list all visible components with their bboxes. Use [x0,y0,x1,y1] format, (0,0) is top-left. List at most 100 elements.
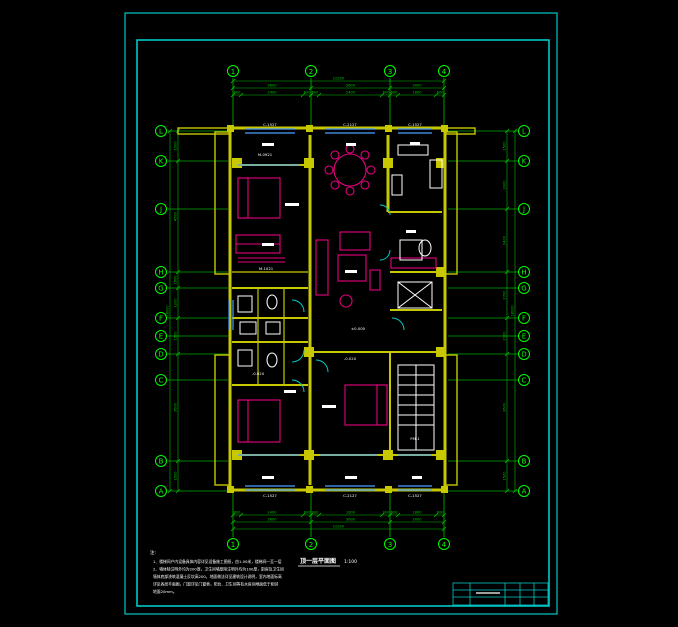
axis-bubble [518,348,530,360]
dim-tick [441,512,447,518]
axis-bubble [518,155,530,167]
tag-door-2: M-1021 [259,266,274,271]
doors [291,204,405,393]
dim-tick [175,351,181,357]
dim-text: 3000 [503,180,507,190]
axis-bubble [227,538,239,550]
axis-bubble [155,266,167,278]
dim-tick [433,512,439,518]
axis-bubble [227,65,239,77]
dim-text: 2400 [346,91,356,95]
dim-tick [441,526,447,532]
axis-bubble [384,538,396,550]
axis-bubble [155,455,167,467]
tag-window-bottom-2: C-2127 [343,493,357,498]
axis-bubble [438,65,450,77]
axis-grid [155,65,530,550]
dim-text: 3000 [412,84,422,88]
dim-text: 18000 [166,305,170,317]
axis-bubble [155,155,167,167]
axis-bubble [155,282,167,294]
dim-text: 600 [391,91,399,95]
dim-text: 600 [234,511,242,515]
dim-tick [230,78,236,84]
axis-label-row: H [158,269,163,277]
dim-tick [504,488,510,494]
dim-tick [316,92,322,98]
note-line: 地面20mm。 [153,589,177,594]
dim-tick [504,128,510,134]
dim-text: 1800 [412,91,422,95]
dim-tick [308,512,314,518]
drawing-scale: 1:100 [344,559,357,565]
axis-bubble [155,348,167,360]
note-line: 2、墙体除注明外均为200厚，卫生间墙厚除注明外均为100厚，厨房及卫生间 [153,567,284,572]
dim-tick [308,92,314,98]
axis-bubble [155,485,167,497]
axis-label-row: D [158,351,163,359]
tag-window-top-1: C-1527 [263,122,277,127]
dim-tick [433,92,439,98]
dim-tick [230,519,236,525]
dim-tick [238,512,244,518]
dim-tick [379,92,385,98]
axis-label-row: D [521,351,526,359]
axis-bubble [155,312,167,324]
axis-label-row: E [159,333,163,341]
axis-label-row: J [159,206,162,214]
axis-bubble [518,455,530,467]
dim-text: 3000 [412,518,422,522]
dim-tick [395,512,401,518]
axis-bubble [518,266,530,278]
dim-tick [300,512,306,518]
dim-tick [512,488,518,494]
tag-window-top-3: C-1527 [408,122,422,127]
dim-tick [441,85,447,91]
dim-text: 900 [312,511,320,515]
dim-text: 600 [312,91,320,95]
dim-tick [175,315,181,321]
axis-bubble [155,374,167,386]
dim-text: 1500 [503,141,507,151]
dim-tick [387,85,393,91]
tag-window-bottom-1: C-1527 [263,493,277,498]
dim-text: 1800 [412,511,422,515]
dim-text: 18000 [511,305,515,317]
axis-label-row: L [159,128,163,136]
dim-text: 3600 [267,84,277,88]
axis-label-row: H [521,269,526,277]
dim-tick [230,526,236,532]
dim-text: 3600 [346,518,356,522]
tag-window-bottom-3: C-1527 [408,493,422,498]
dim-text: 4500 [174,211,178,221]
axis-bubble [305,65,317,77]
dim-tick [504,206,510,212]
dim-tick [230,92,236,98]
notes-heading: 注: [150,549,156,556]
dim-text: 10200 [333,525,345,529]
axis-label-row: G [158,285,163,293]
axis-bubble [384,65,396,77]
title-block [452,582,549,606]
dim-tick [504,458,510,464]
dim-text: 1500 [174,275,178,285]
furniture [235,144,437,443]
dim-text: 3600 [267,518,277,522]
axis-label-row: L [522,128,526,136]
axis-bubble [305,538,317,550]
dim-tick [167,488,173,494]
dim-tick [504,351,510,357]
axis-bubble [438,538,450,550]
dim-text: 600 [437,91,445,95]
tag-level-2: -0.020 [252,371,265,376]
dim-tick [441,92,447,98]
dim-text: 3600 [503,402,507,412]
axis-label-col: 2 [309,541,313,549]
axis-bubble [155,125,167,137]
dim-text: 2400 [503,235,507,245]
dim-tick [504,269,510,275]
axis-label-col: 3 [388,68,392,76]
axis-label-row: B [159,458,164,466]
dim-tick [504,315,510,321]
